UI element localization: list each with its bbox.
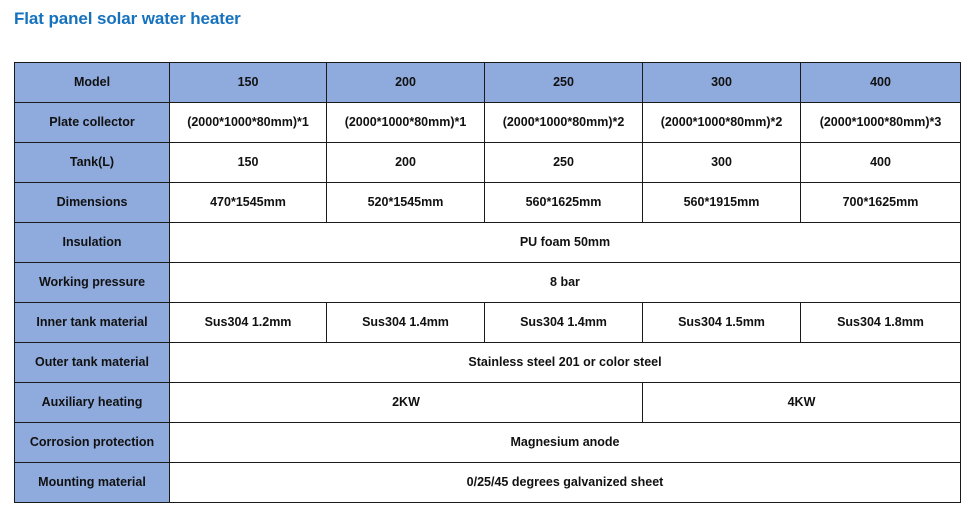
table-row: Plate collector (2000*1000*80mm)*1 (2000… <box>14 102 961 143</box>
table-row: Corrosion protection Magnesium anode <box>14 422 961 463</box>
table-row: Dimensions 470*1545mm 520*1545mm 560*162… <box>14 182 961 223</box>
row-label-mounting-material: Mounting material <box>14 462 170 503</box>
cell-plate-collector-250: (2000*1000*80mm)*2 <box>484 102 643 143</box>
cell-tank-200: 200 <box>326 142 485 183</box>
specification-table: Model 150 200 250 300 400 Plate collecto… <box>14 62 961 503</box>
cell-plate-collector-150: (2000*1000*80mm)*1 <box>169 102 327 143</box>
cell-outer-tank-material-all: Stainless steel 201 or color steel <box>169 342 961 383</box>
column-header-150: 150 <box>169 62 327 103</box>
cell-plate-collector-200: (2000*1000*80mm)*1 <box>326 102 485 143</box>
table-row: Mounting material 0/25/45 degrees galvan… <box>14 462 961 503</box>
row-label-plate-collector: Plate collector <box>14 102 170 143</box>
table-row: Working pressure 8 bar <box>14 262 961 303</box>
row-label-corrosion-protection: Corrosion protection <box>14 422 170 463</box>
table-row: Outer tank material Stainless steel 201 … <box>14 342 961 383</box>
cell-auxiliary-heating-4kw: 4KW <box>642 382 961 423</box>
row-label-insulation: Insulation <box>14 222 170 263</box>
column-header-300: 300 <box>642 62 801 103</box>
cell-dimensions-300: 560*1915mm <box>642 182 801 223</box>
cell-dimensions-150: 470*1545mm <box>169 182 327 223</box>
table-row: Tank(L) 150 200 250 300 400 <box>14 142 961 183</box>
row-label-working-pressure: Working pressure <box>14 262 170 303</box>
cell-tank-400: 400 <box>800 142 961 183</box>
cell-plate-collector-400: (2000*1000*80mm)*3 <box>800 102 961 143</box>
cell-inner-tank-300: Sus304 1.5mm <box>642 302 801 343</box>
row-label-dimensions: Dimensions <box>14 182 170 223</box>
cell-dimensions-250: 560*1625mm <box>484 182 643 223</box>
cell-working-pressure-all: 8 bar <box>169 262 961 303</box>
cell-dimensions-200: 520*1545mm <box>326 182 485 223</box>
column-header-250: 250 <box>484 62 643 103</box>
cell-auxiliary-heating-2kw: 2KW <box>169 382 643 423</box>
specification-table-container: Model 150 200 250 300 400 Plate collecto… <box>14 62 961 503</box>
cell-inner-tank-200: Sus304 1.4mm <box>326 302 485 343</box>
column-header-model: Model <box>14 62 170 103</box>
table-row: Inner tank material Sus304 1.2mm Sus304 … <box>14 302 961 343</box>
table-row: Auxiliary heating 2KW 4KW <box>14 382 961 423</box>
column-header-200: 200 <box>326 62 485 103</box>
column-header-400: 400 <box>800 62 961 103</box>
row-label-inner-tank-material: Inner tank material <box>14 302 170 343</box>
table-row: Insulation PU foam 50mm <box>14 222 961 263</box>
row-label-auxiliary-heating: Auxiliary heating <box>14 382 170 423</box>
cell-mounting-material-all: 0/25/45 degrees galvanized sheet <box>169 462 961 503</box>
table-header-row: Model 150 200 250 300 400 <box>14 62 961 103</box>
cell-tank-150: 150 <box>169 142 327 183</box>
cell-tank-250: 250 <box>484 142 643 183</box>
cell-corrosion-protection-all: Magnesium anode <box>169 422 961 463</box>
cell-inner-tank-150: Sus304 1.2mm <box>169 302 327 343</box>
cell-inner-tank-400: Sus304 1.8mm <box>800 302 961 343</box>
row-label-tank-litres: Tank(L) <box>14 142 170 183</box>
row-label-outer-tank-material: Outer tank material <box>14 342 170 383</box>
cell-insulation-all: PU foam 50mm <box>169 222 961 263</box>
cell-plate-collector-300: (2000*1000*80mm)*2 <box>642 102 801 143</box>
cell-tank-300: 300 <box>642 142 801 183</box>
cell-inner-tank-250: Sus304 1.4mm <box>484 302 643 343</box>
page-title: Flat panel solar water heater <box>14 9 241 28</box>
cell-dimensions-400: 700*1625mm <box>800 182 961 223</box>
